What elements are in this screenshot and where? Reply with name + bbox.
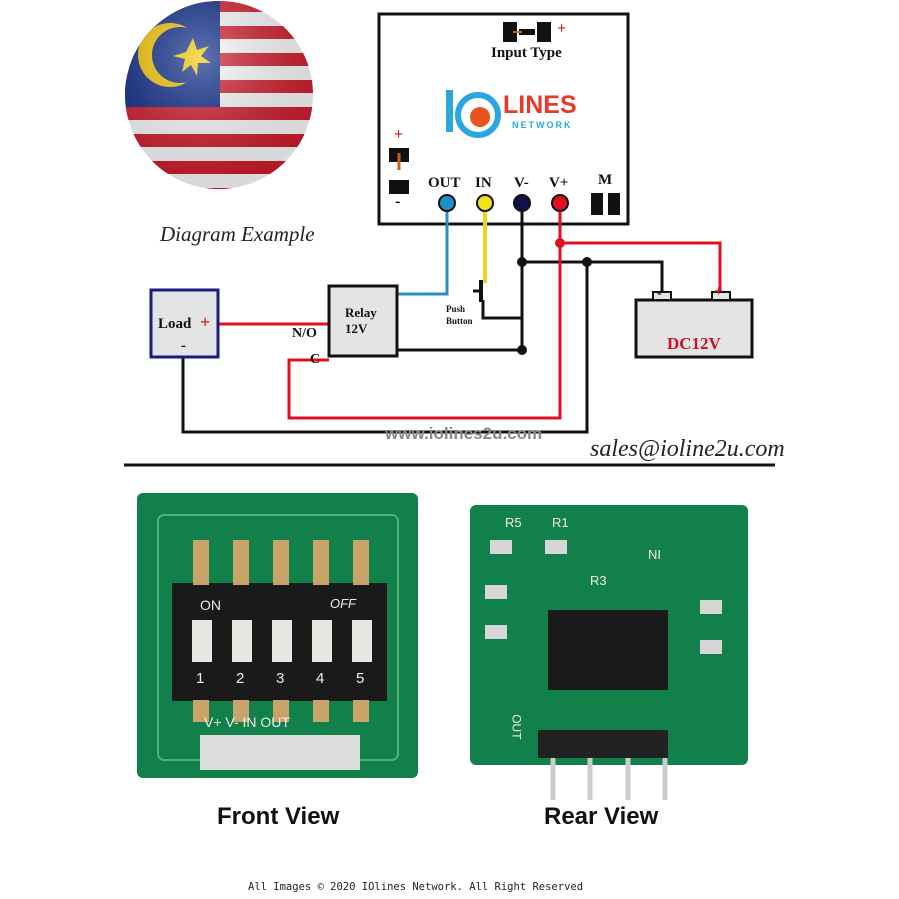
switch-number: 1 — [196, 670, 205, 687]
switch-on-label: ON — [200, 597, 221, 613]
junction-dot — [582, 257, 592, 267]
load-label: Load — [158, 316, 192, 332]
side-minus-sign: - — [395, 193, 401, 210]
relay-no-label: N/O — [292, 326, 317, 341]
side-jumper-icon — [389, 148, 409, 194]
junction-dot — [517, 257, 527, 267]
logo-text: LINES — [503, 91, 577, 119]
push-button-label-1: Push — [446, 304, 466, 314]
relay-label-1: Relay — [345, 305, 377, 320]
email-text: sales@ioline2u.com — [590, 436, 785, 462]
switch-off-label: OFF — [330, 596, 356, 611]
battery-label: DC12V — [667, 334, 721, 353]
push-button-label-2: Button — [446, 316, 473, 326]
side-plus-sign: + — [394, 126, 404, 143]
junction-dot — [555, 238, 565, 248]
load-plus: + — [200, 312, 211, 332]
out-mark: OUT — [509, 714, 524, 740]
switch-number: 3 — [276, 670, 285, 687]
copyright-text: All Images © 2020 IOlines Network. All R… — [248, 881, 584, 893]
ni-mark: NI — [648, 547, 661, 562]
battery-terminal — [711, 291, 731, 301]
load-box — [149, 288, 220, 359]
r3-mark: R3 — [590, 573, 607, 588]
module-box — [377, 12, 630, 226]
mode-jumper-icon — [591, 193, 620, 215]
r1-mark: R1 — [552, 515, 569, 530]
front-view-label: Front View — [217, 803, 340, 830]
terminal-label-v-minus: V- — [514, 175, 529, 191]
battery-plus: + — [714, 283, 724, 300]
battery-minus: - — [657, 286, 662, 301]
junction-dot — [517, 345, 527, 355]
rear-view-label: Rear View — [544, 803, 659, 830]
switch-number: 4 — [316, 670, 325, 687]
plus-sign: + — [557, 20, 567, 37]
load-minus: - — [181, 338, 186, 354]
malaysia-flag-icon — [125, 1, 313, 189]
jumper-icon — [503, 22, 551, 42]
website-text: www.iolines2u.com — [385, 424, 543, 443]
logo-subtext: NETWORK — [512, 120, 573, 130]
battery-terminal — [652, 291, 672, 301]
mode-label: M — [598, 172, 613, 188]
terminal-v-minus — [513, 194, 531, 212]
rear-board-photo — [470, 505, 748, 800]
terminal-v-plus — [551, 194, 569, 212]
r5-mark: R5 — [505, 515, 522, 530]
switch-number: 5 — [356, 670, 365, 687]
switch-number: 2 — [236, 670, 245, 687]
battery-box — [634, 298, 754, 359]
diagram-caption: Diagram Example — [160, 222, 315, 246]
relay-c-label: C — [310, 352, 321, 367]
terminal-in — [476, 194, 494, 212]
terminal-label-out: OUT — [428, 175, 461, 191]
terminal-out — [438, 194, 456, 212]
relay-box — [327, 284, 399, 358]
pin-labels: V+ V- IN OUT — [204, 714, 290, 730]
iolines-logo — [446, 90, 501, 138]
terminal-label-v-plus: V+ — [549, 175, 569, 191]
relay-label-2: 12V — [345, 321, 368, 336]
terminal-label-in: IN — [475, 175, 492, 191]
input-type-label: Input Type — [491, 45, 562, 61]
front-board-photo — [137, 493, 418, 778]
